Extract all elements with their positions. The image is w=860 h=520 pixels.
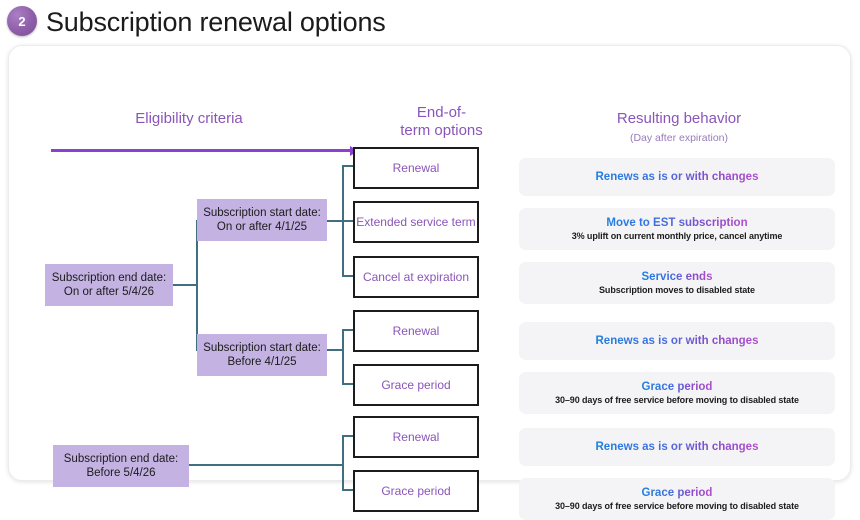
- criteria-line1: Subscription start date:: [203, 206, 321, 219]
- connector-line: [196, 220, 198, 350]
- timeline-arrow-icon: [51, 145, 358, 156]
- behavior-card-renews-1[interactable]: Renews as is or with changes: [519, 158, 835, 196]
- option-box-cancel-at-expiration[interactable]: Cancel at expiration: [353, 256, 479, 298]
- diagram-panel: Eligibility criteria End-of- term option…: [8, 45, 851, 520]
- behavior-card-renews-2[interactable]: Renews as is or with changes: [519, 322, 835, 360]
- behavior-title: Renews as is or with changes: [595, 335, 759, 347]
- criteria-line2: Before 4/1/25: [227, 356, 297, 368]
- connector-line: [342, 275, 353, 277]
- behavior-description: 3% uplift on current monthly price, canc…: [571, 231, 783, 241]
- behavior-card-move-to-est[interactable]: Move to EST subscription 3% uplift on cu…: [519, 208, 835, 250]
- behavior-title: Move to EST subscription: [606, 217, 748, 229]
- page-title: Subscription renewal options: [46, 6, 386, 37]
- criteria-line2: Before 5/4/26: [86, 467, 156, 479]
- connector-line: [342, 329, 353, 331]
- step-number-badge: 2: [7, 6, 37, 36]
- behavior-card-grace-period-2[interactable]: Grace period 30–90 days of free service …: [519, 478, 835, 520]
- connector-line: [342, 435, 353, 437]
- behavior-description: Subscription moves to disabled state: [599, 285, 755, 295]
- behavior-description: 30–90 days of free service before moving…: [555, 501, 799, 511]
- connector-line: [327, 220, 343, 222]
- criteria-line1: Subscription end date:: [51, 271, 167, 284]
- criteria-line2: On or after 5/4/26: [63, 286, 155, 298]
- column-heading-end-of-term-line1: End-of-: [416, 104, 467, 121]
- behavior-card-renews-3[interactable]: Renews as is or with changes: [519, 428, 835, 466]
- page-header: 2 Subscription renewal options: [0, 0, 860, 44]
- behavior-title: Grace period: [641, 487, 713, 499]
- option-box-renewal-3[interactable]: Renewal: [353, 416, 479, 458]
- behavior-description: 30–90 days of free service before moving…: [555, 395, 799, 405]
- behavior-card-grace-period-1[interactable]: Grace period 30–90 days of free service …: [519, 372, 835, 414]
- column-heading-behavior: Resulting behavior (Day after expiration…: [554, 110, 804, 147]
- behavior-title: Service ends: [641, 271, 713, 283]
- option-box-grace-period-1[interactable]: Grace period: [353, 364, 479, 406]
- behavior-card-service-ends[interactable]: Service ends Subscription moves to disab…: [519, 262, 835, 304]
- criteria-box-start-date-before[interactable]: Subscription start date: Before 4/1/25: [197, 334, 327, 376]
- option-box-grace-period-2[interactable]: Grace period: [353, 470, 479, 512]
- option-box-renewal-2[interactable]: Renewal: [353, 310, 479, 352]
- column-heading-end-of-term: End-of- term options: [369, 104, 514, 140]
- connector-line: [342, 489, 353, 491]
- connector-line: [342, 383, 353, 385]
- behavior-title: Renews as is or with changes: [595, 171, 759, 183]
- criteria-line1: Subscription end date:: [63, 452, 179, 465]
- connector-line: [342, 220, 353, 222]
- connector-line: [173, 284, 197, 286]
- column-heading-behavior-sub: (Day after expiration): [629, 132, 729, 144]
- column-heading-end-of-term-line2: term options: [400, 122, 483, 139]
- criteria-line1: Subscription start date:: [203, 341, 321, 354]
- connector-line: [342, 329, 344, 384]
- option-box-renewal-1[interactable]: Renewal: [353, 147, 479, 189]
- column-heading-behavior-main: Resulting behavior: [616, 110, 742, 127]
- behavior-title: Renews as is or with changes: [595, 441, 759, 453]
- connector-line: [327, 349, 343, 351]
- option-box-extended-service-term[interactable]: Extended service term: [353, 201, 479, 243]
- connector-line: [342, 435, 344, 490]
- criteria-box-end-date-before[interactable]: Subscription end date: Before 5/4/26: [53, 445, 189, 487]
- connector-line: [189, 464, 342, 466]
- column-heading-eligibility: Eligibility criteria: [135, 110, 243, 127]
- connector-line: [342, 165, 353, 167]
- criteria-box-end-date-on-or-after[interactable]: Subscription end date: On or after 5/4/2…: [45, 264, 173, 306]
- criteria-box-start-date-on-or-after[interactable]: Subscription start date: On or after 4/1…: [197, 199, 327, 241]
- behavior-title: Grace period: [641, 381, 713, 393]
- criteria-line2: On or after 4/1/25: [216, 221, 308, 233]
